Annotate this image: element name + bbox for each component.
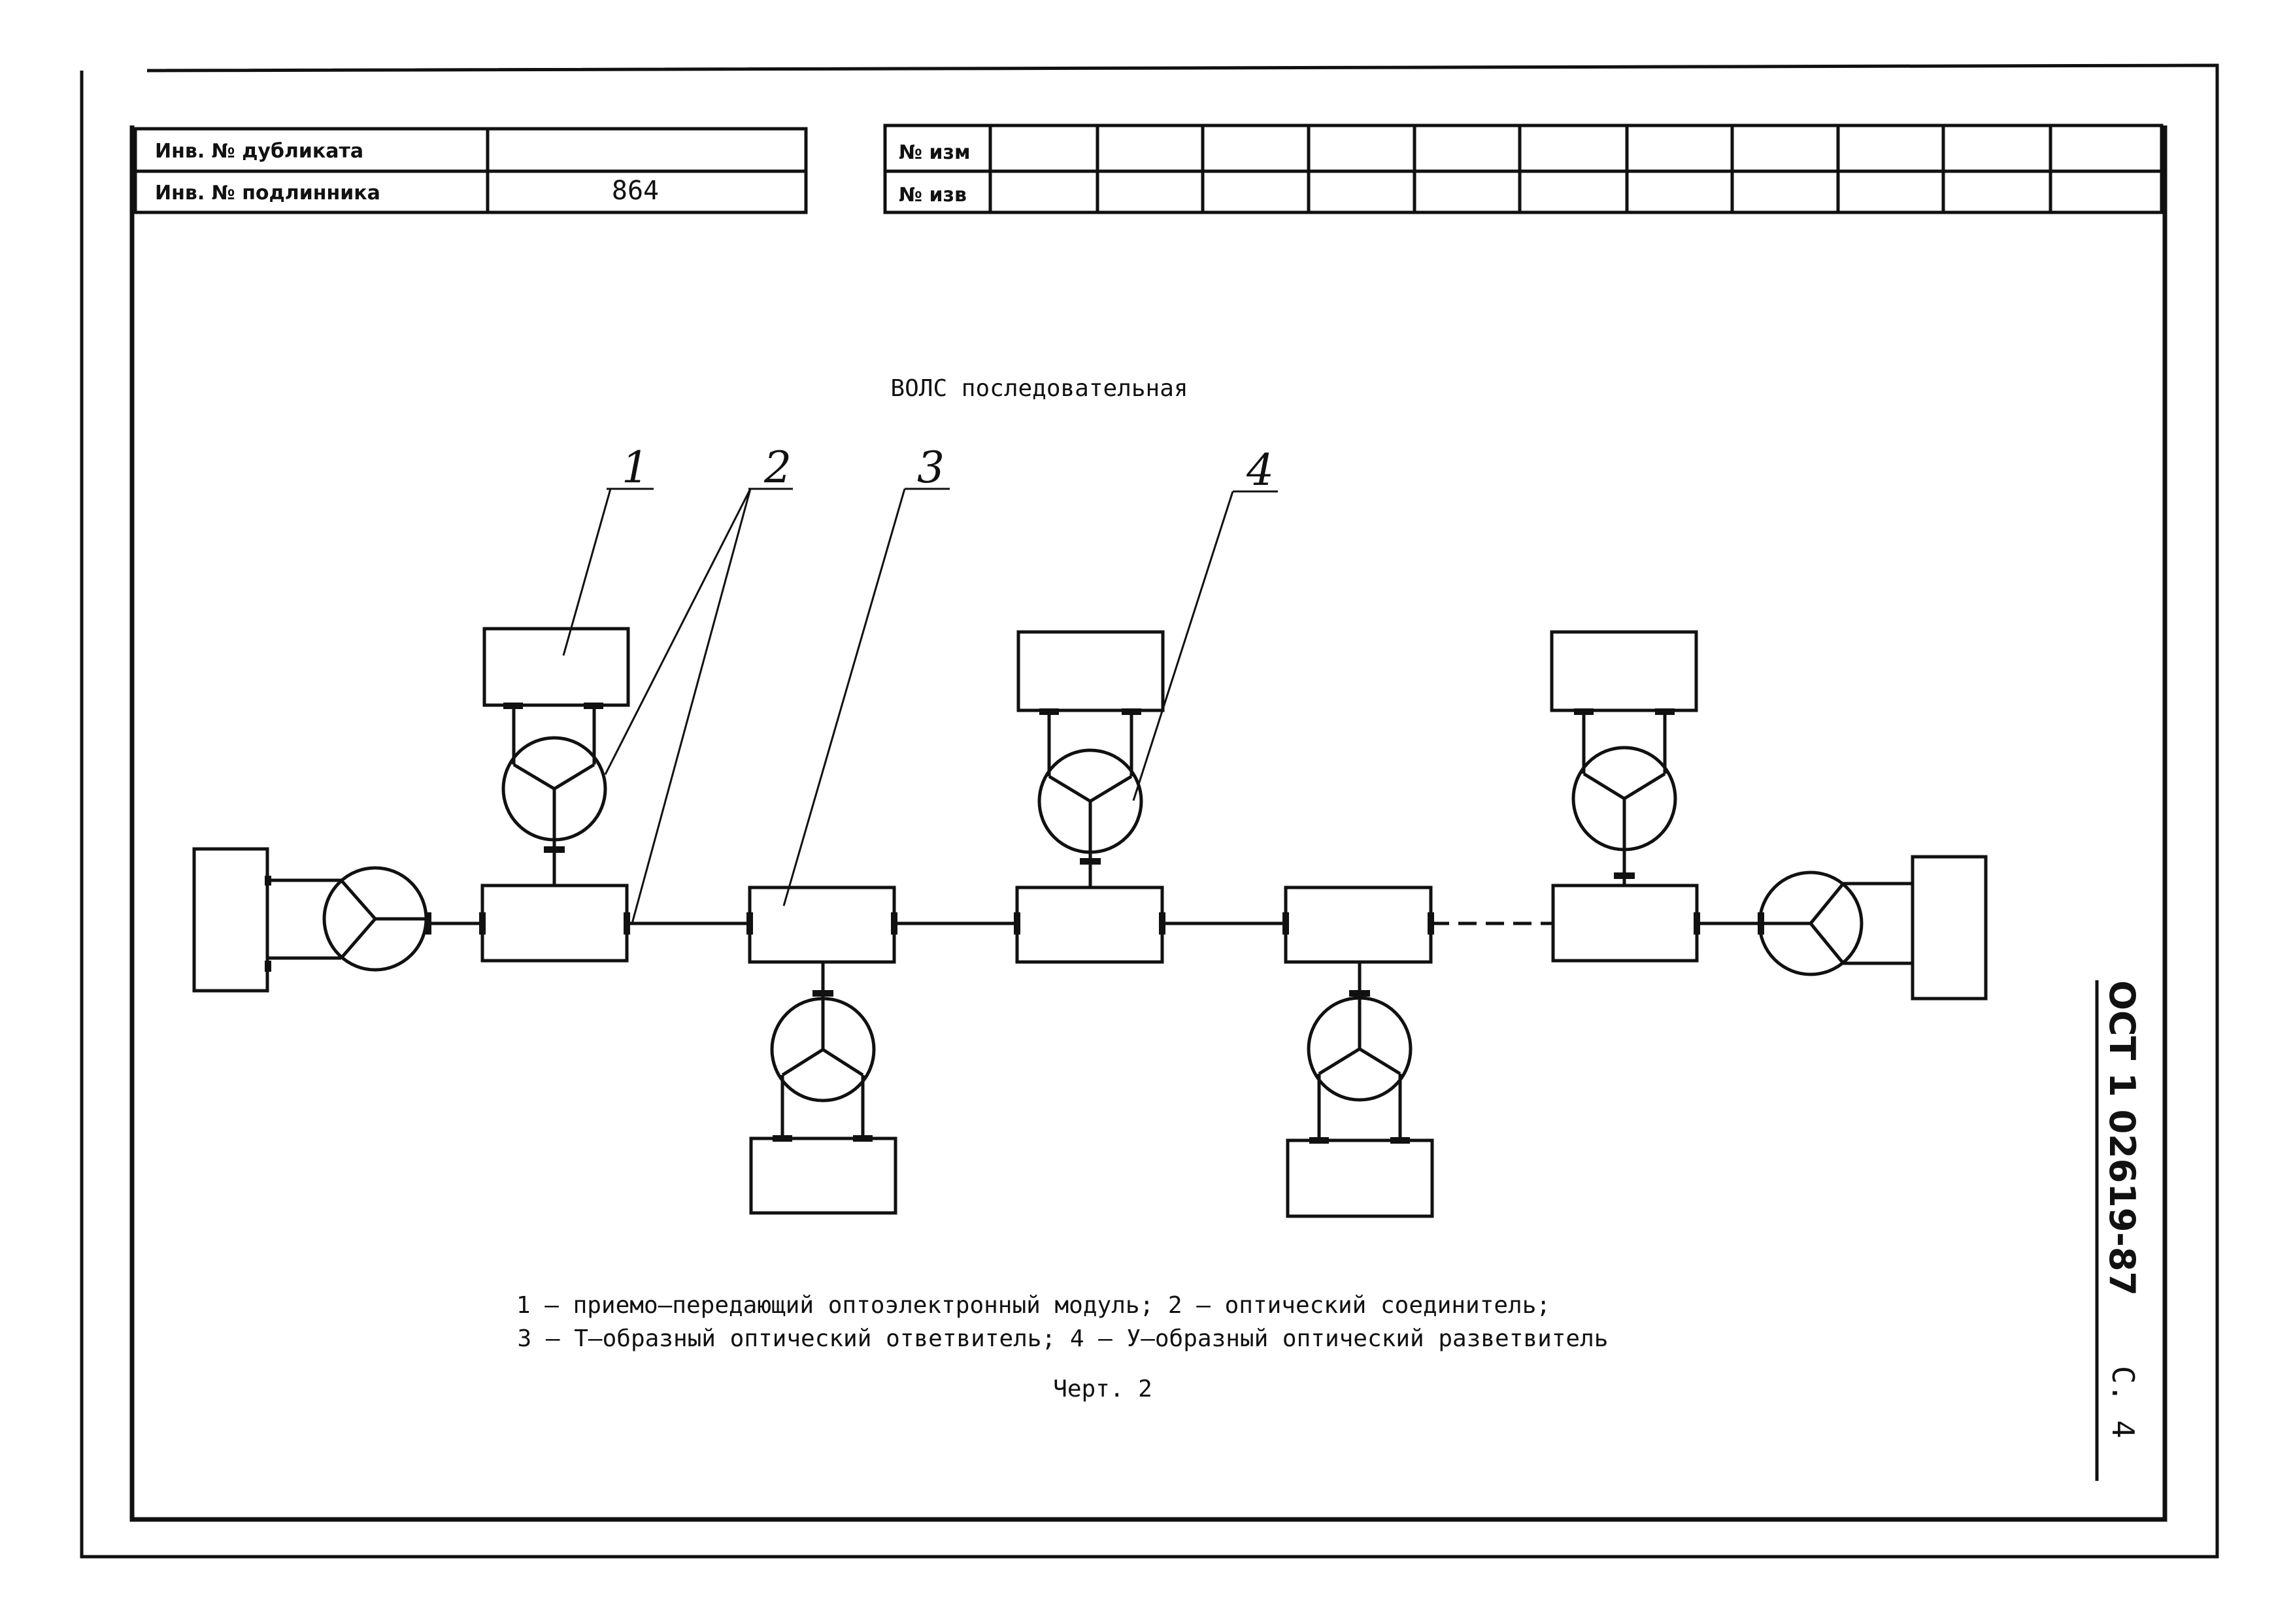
t-coupler-4 bbox=[1284, 886, 1433, 964]
document-code: ОСТ 1 02619-87 bbox=[2101, 980, 2143, 1296]
branch-down-2 bbox=[1286, 962, 1434, 1218]
y-splitter-right bbox=[1758, 870, 1864, 976]
oe-module-up-3 bbox=[1550, 630, 1698, 712]
t-coupler-5 bbox=[1551, 884, 1699, 963]
oe-module-up-1 bbox=[482, 627, 630, 707]
outer-frame bbox=[80, 63, 2219, 1559]
diagram-title: ВОЛС последовательная bbox=[890, 375, 1188, 402]
inner-frame bbox=[129, 125, 2167, 1522]
legend-line-2: 3 – Т–образный оптический ответвитель; 4… bbox=[518, 1325, 1609, 1352]
oe-module-up-2 bbox=[1016, 630, 1165, 712]
drawing-caption: Черт. 2 bbox=[1053, 1376, 1152, 1402]
stamp-left bbox=[133, 127, 808, 214]
t-coupler-2 bbox=[748, 886, 896, 964]
branch-down-1 bbox=[749, 962, 897, 1215]
branch-up-1 bbox=[482, 627, 630, 886]
left-end-node bbox=[192, 847, 428, 993]
oe-module-down-1 bbox=[749, 1136, 897, 1215]
right-end-node bbox=[1758, 855, 1988, 1001]
legend-line-1: 1 – приемо–передающий оптоэлектронный мо… bbox=[516, 1292, 1550, 1319]
t-coupler-3 bbox=[1015, 886, 1164, 964]
callout-leaders bbox=[562, 488, 1278, 924]
stamp-left-row1-label: Инв. № дубликата bbox=[155, 140, 363, 163]
callout-3: 3 bbox=[917, 442, 945, 493]
oe-module-right bbox=[1911, 855, 1988, 1001]
stamp-right-row2-label: № изв bbox=[899, 184, 967, 207]
branch-connectors bbox=[503, 703, 1675, 1144]
t-coupler-1 bbox=[480, 884, 629, 963]
callout-4: 4 bbox=[1246, 445, 1274, 495]
oe-module-down-2 bbox=[1286, 1138, 1434, 1218]
callout-2: 2 bbox=[763, 442, 792, 493]
callout-1: 1 bbox=[622, 442, 649, 493]
stamp-right-row1-label: № изм bbox=[899, 141, 971, 164]
stamp-left-row2-value: 864 bbox=[612, 176, 659, 206]
stamp-right bbox=[883, 124, 2164, 214]
oe-module-left bbox=[192, 847, 269, 993]
sheet-frames bbox=[80, 63, 2219, 1559]
branch-up-3 bbox=[1550, 630, 1698, 886]
page-number: С. 4 bbox=[2105, 1366, 2141, 1438]
branch-up-2 bbox=[1016, 630, 1165, 887]
stamp-left-row2-label: Инв. № подлинника bbox=[155, 182, 380, 205]
optical-connector bbox=[265, 876, 1764, 972]
